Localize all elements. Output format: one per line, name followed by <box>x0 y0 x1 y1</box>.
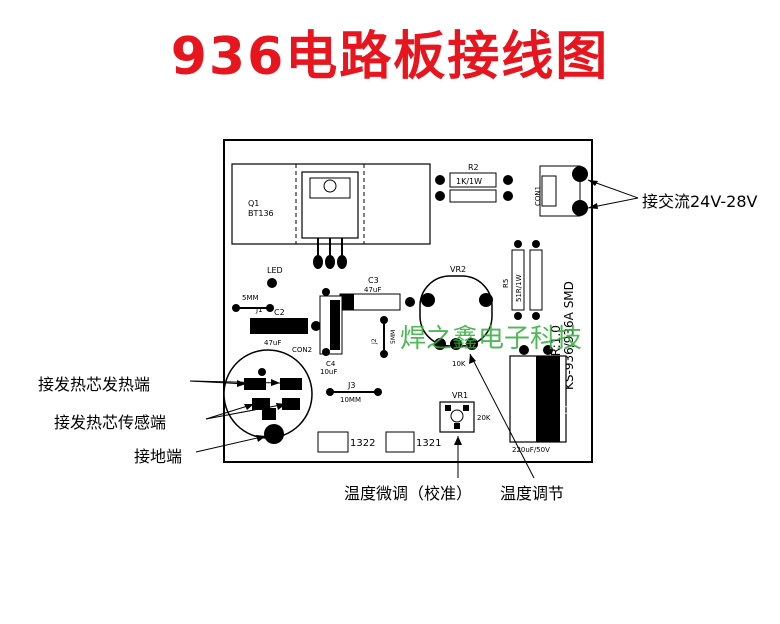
watermark: 焊之鑫电子科技 <box>400 324 583 354</box>
heater-socket <box>223 349 313 439</box>
label-vr2: VR2 <box>450 265 466 274</box>
label-c1-value: 220uF/50V <box>512 446 550 454</box>
label-c1: C1 <box>562 405 570 414</box>
ic-1321 <box>385 431 415 453</box>
label-r2-value: 1K/1W <box>456 177 482 186</box>
callout-ground: 接地端 <box>134 447 183 466</box>
ground-pad <box>264 424 284 444</box>
label-j3-len: 10MM <box>340 396 361 404</box>
label-c4: C4 <box>326 360 336 368</box>
label-ic-1321: 1321 <box>416 438 441 449</box>
ic-1322 <box>317 431 349 453</box>
callout-fine-tune: 温度微调（校准） <box>344 484 473 503</box>
callout-heater-hot: 接发热芯发热端 <box>38 375 151 394</box>
callout-ac-input: 接交流24V-28V <box>642 192 758 211</box>
label-r5-value: 51R/1W <box>515 274 523 302</box>
led <box>267 278 277 288</box>
label-vr2-value: 10K <box>452 360 466 368</box>
label-c3: C3 <box>368 276 379 285</box>
callout-arrowheads <box>237 180 598 445</box>
label-5mm: 5MM <box>242 294 259 302</box>
label-c2: C2 <box>274 308 285 317</box>
label-j3: J3 <box>347 381 355 390</box>
capacitor-c2 <box>250 318 308 334</box>
label-c3-value: 47uF <box>364 286 381 294</box>
label-vr1: VR1 <box>452 391 468 400</box>
label-vr1-value: 20K <box>477 414 491 422</box>
label-bt136: BT136 <box>248 209 274 218</box>
label-r5: R5 <box>502 279 510 288</box>
label-led: LED <box>267 266 283 275</box>
callout-lines <box>189 179 639 479</box>
callout-temp-adjust: 温度调节 <box>500 484 565 503</box>
label-j1: J1 <box>255 306 263 314</box>
label-con2: CON2 <box>292 346 312 354</box>
label-con1: CON1 <box>534 186 542 206</box>
label-c2-value: 47uF <box>264 339 281 347</box>
resistor-r5 <box>511 249 525 311</box>
label-q1: Q1 <box>248 199 259 208</box>
page-title: 936电路板接线图 <box>170 27 610 87</box>
label-r2: R2 <box>468 163 479 172</box>
label-j2-len: 5MM <box>390 330 397 344</box>
resistor-r2 <box>449 172 497 188</box>
label-c4-value: 10uF <box>320 368 337 376</box>
label-ic-1322: 1322 <box>350 438 375 449</box>
label-j2: J2 <box>371 338 378 345</box>
callout-heater-sensor: 接发热芯传感端 <box>54 413 167 432</box>
